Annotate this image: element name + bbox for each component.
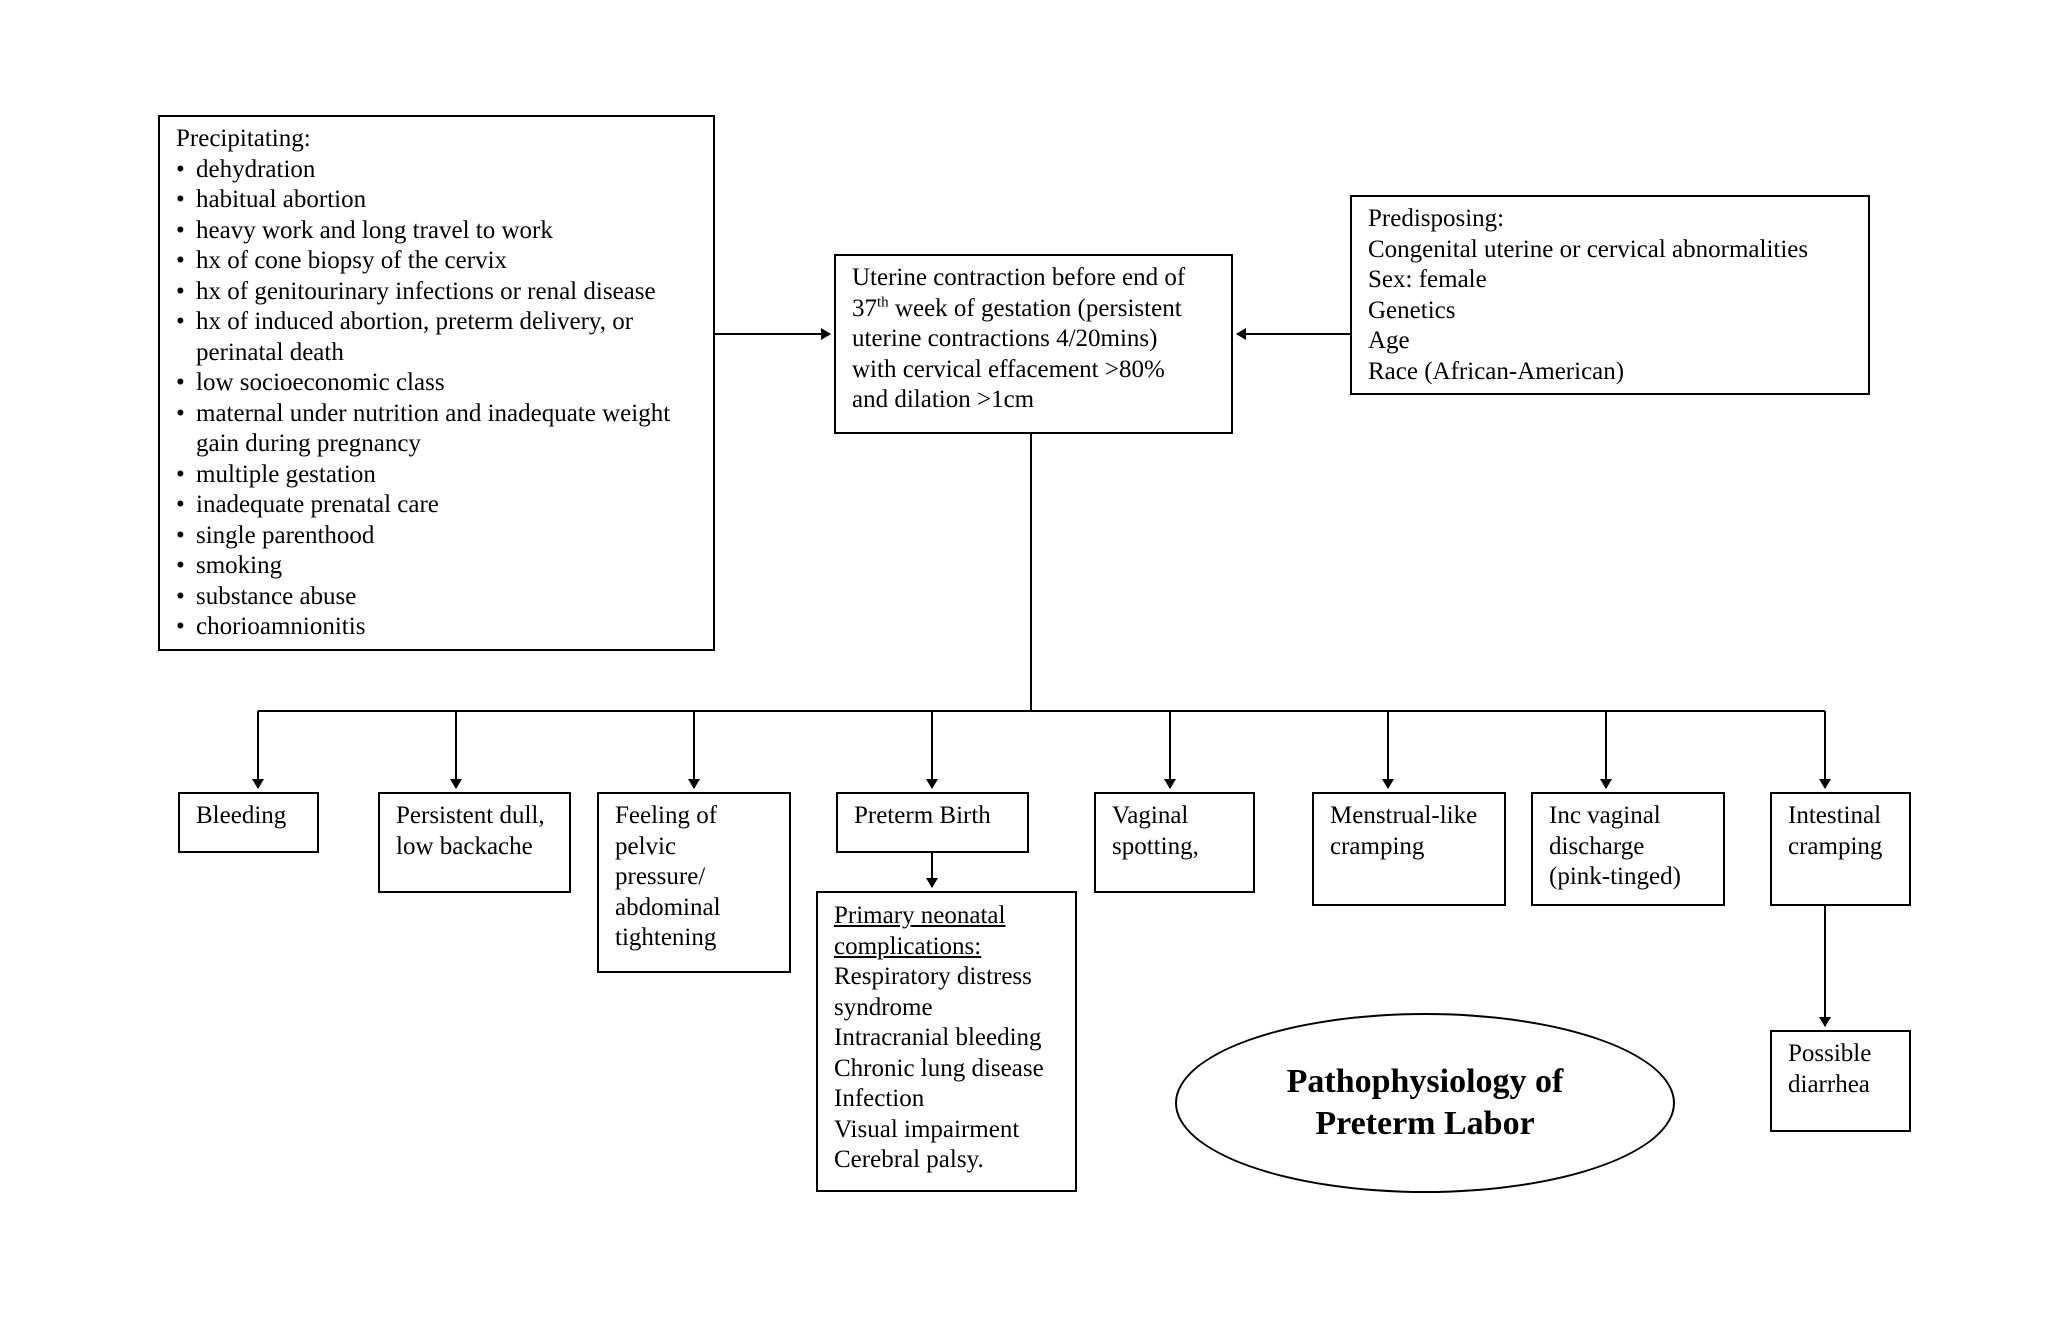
complications-heading: Primary neonatal	[834, 902, 1006, 929]
complication-item: Chronic lung disease	[834, 1054, 1044, 1082]
preterm-birth-box: Preterm Birth	[836, 792, 1029, 853]
pelvic-line: pressure/	[615, 863, 706, 890]
predisposing-item: Race (African-American)	[1368, 357, 1625, 385]
list-item: single parenthood	[176, 521, 701, 552]
predisposing-item: Congenital uterine or cervical abnormali…	[1368, 235, 1809, 263]
complications-heading: complications:	[834, 932, 982, 960]
central-line-4: with cervical effacement >80%	[852, 355, 1165, 383]
list-item: multiple gestation	[176, 460, 701, 491]
pelvic-pressure-box: Feeling of pelvic pressure/ abdominal ti…	[597, 792, 791, 973]
list-item: heavy work and long travel to work	[176, 216, 701, 247]
central-line-2-rest: week of gestation (persistent	[888, 294, 1182, 322]
pelvic-line: tightening	[615, 924, 717, 951]
central-week-suffix: th	[877, 294, 889, 311]
bleeding-label: Bleeding	[196, 802, 287, 829]
central-box: Uterine contraction before end of 37th w…	[834, 254, 1233, 434]
vaginal-spotting-line: Vaginal	[1112, 802, 1189, 829]
list-item: habitual abortion	[176, 185, 701, 216]
list-item: hx of genitourinary infections or renal …	[176, 277, 701, 308]
central-line-3: uterine contractions 4/20mins)	[852, 325, 1158, 352]
list-item: dehydration	[176, 155, 701, 186]
central-week-number: 37	[852, 294, 877, 322]
diarrhea-line: Possible	[1788, 1040, 1872, 1067]
bleeding-box: Bleeding	[178, 792, 319, 853]
pelvic-line: abdominal	[615, 893, 721, 921]
possible-diarrhea-box: Possible diarrhea	[1770, 1030, 1911, 1132]
menstrual-line: Menstrual-like	[1330, 802, 1478, 829]
diagram-title-line-2: Preterm Labor	[1315, 1105, 1535, 1142]
pelvic-line: pelvic	[615, 832, 677, 860]
predisposing-item: Sex: female	[1368, 266, 1487, 293]
intestinal-line: Intestinal	[1788, 802, 1882, 829]
complication-item: Respiratory distress	[834, 963, 1032, 990]
diagram-title-line-1: Pathophysiology of	[1286, 1063, 1564, 1100]
complications-box: Primary neonatal complications: Respirat…	[816, 891, 1077, 1192]
list-item: substance abuse	[176, 582, 701, 613]
list-item: chorioamnionitis	[176, 612, 701, 643]
predisposing-item: Genetics	[1368, 296, 1456, 324]
predisposing-item: Age	[1368, 327, 1410, 354]
discharge-line: (pink-tinged)	[1549, 863, 1681, 890]
list-item: smoking	[176, 551, 701, 582]
complication-item: Intracranial bleeding	[834, 1024, 1042, 1051]
predisposing-box: Predisposing: Congenital uterine or cerv…	[1350, 195, 1870, 395]
diarrhea-line: diarrhea	[1788, 1070, 1870, 1098]
predisposing-heading: Predisposing:	[1368, 205, 1505, 232]
preterm-birth-label: Preterm Birth	[854, 802, 991, 829]
precipitating-box: Precipitating: dehydration habitual abor…	[158, 115, 715, 651]
complication-item: Infection	[834, 1085, 925, 1112]
backache-line: low backache	[396, 832, 533, 860]
vaginal-spotting-box: Vaginal spotting,	[1094, 792, 1255, 893]
central-line-5: and dilation >1cm	[852, 386, 1035, 413]
precipitating-list: dehydration habitual abortion heavy work…	[176, 155, 701, 643]
complication-item: Cerebral palsy.	[834, 1146, 984, 1173]
intestinal-cramping-box: Intestinal cramping	[1770, 792, 1911, 906]
menstrual-cramping-box: Menstrual-like cramping	[1312, 792, 1506, 906]
discharge-line: discharge	[1549, 832, 1645, 860]
backache-box: Persistent dull, low backache	[378, 792, 571, 893]
list-item: low socioeconomic class	[176, 368, 701, 399]
list-item: maternal under nutrition and inadequate …	[176, 399, 701, 460]
central-line-2: 37th week of gestation (persistent	[852, 294, 1221, 325]
intestinal-line: cramping	[1788, 832, 1883, 860]
discharge-line: Inc vaginal	[1549, 802, 1661, 829]
complication-item: syndrome	[834, 993, 933, 1021]
precipitating-heading: Precipitating:	[176, 125, 311, 152]
backache-line: Persistent dull,	[396, 802, 545, 829]
pelvic-line: Feeling of	[615, 802, 718, 829]
diagram-title-oval: Pathophysiology of Preterm Labor	[1175, 1013, 1675, 1193]
vaginal-discharge-box: Inc vaginal discharge (pink-tinged)	[1531, 792, 1725, 906]
vaginal-spotting-line: spotting,	[1112, 832, 1199, 860]
central-line-1: Uterine contraction before end of	[852, 264, 1186, 291]
list-item: hx of cone biopsy of the cervix	[176, 246, 701, 277]
list-item: hx of induced abortion, preterm delivery…	[176, 307, 656, 368]
complication-item: Visual impairment	[834, 1115, 1020, 1143]
list-item: inadequate prenatal care	[176, 490, 701, 521]
menstrual-line: cramping	[1330, 832, 1425, 860]
